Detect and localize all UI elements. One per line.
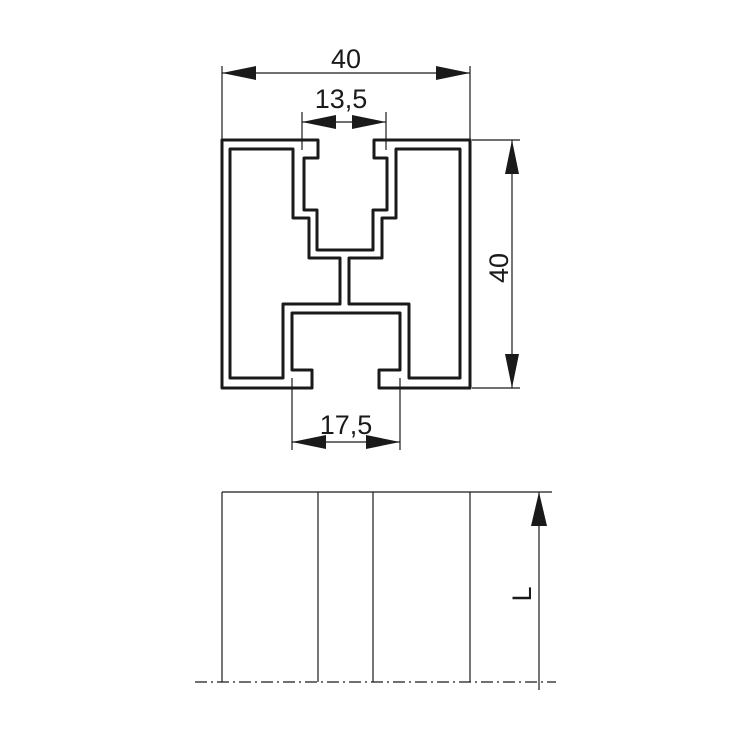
- profile-cross-section: [220, 138, 472, 390]
- arrow-head-icon: [222, 66, 256, 80]
- arrow-head-icon: [505, 140, 519, 174]
- arrow-head-icon: [436, 66, 470, 80]
- dimension-height: 40: [472, 139, 520, 389]
- dimension-height-label: 40: [484, 253, 514, 283]
- dimension-bottom-slot-label: 17,5: [320, 410, 373, 440]
- profile-side-view: L: [195, 491, 556, 690]
- dimension-top-slot: 13,5: [301, 84, 387, 150]
- dimension-width: 40: [221, 44, 471, 140]
- dimension-top-slot-label: 13,5: [315, 84, 368, 114]
- arrow-head-icon: [531, 492, 547, 526]
- arrow-head-icon: [302, 115, 336, 129]
- profile-right-cavity: [347, 147, 462, 380]
- arrow-head-icon: [366, 435, 400, 449]
- profile-outer-contour: [220, 138, 472, 390]
- dimension-length-label: L: [507, 586, 537, 601]
- arrow-head-icon: [292, 435, 326, 449]
- profile-left-cavity: [228, 147, 342, 380]
- dimension-bottom-slot: 17,5: [291, 378, 401, 450]
- arrow-head-icon: [505, 354, 519, 388]
- dimension-width-label: 40: [331, 44, 361, 74]
- arrow-head-icon: [352, 115, 386, 129]
